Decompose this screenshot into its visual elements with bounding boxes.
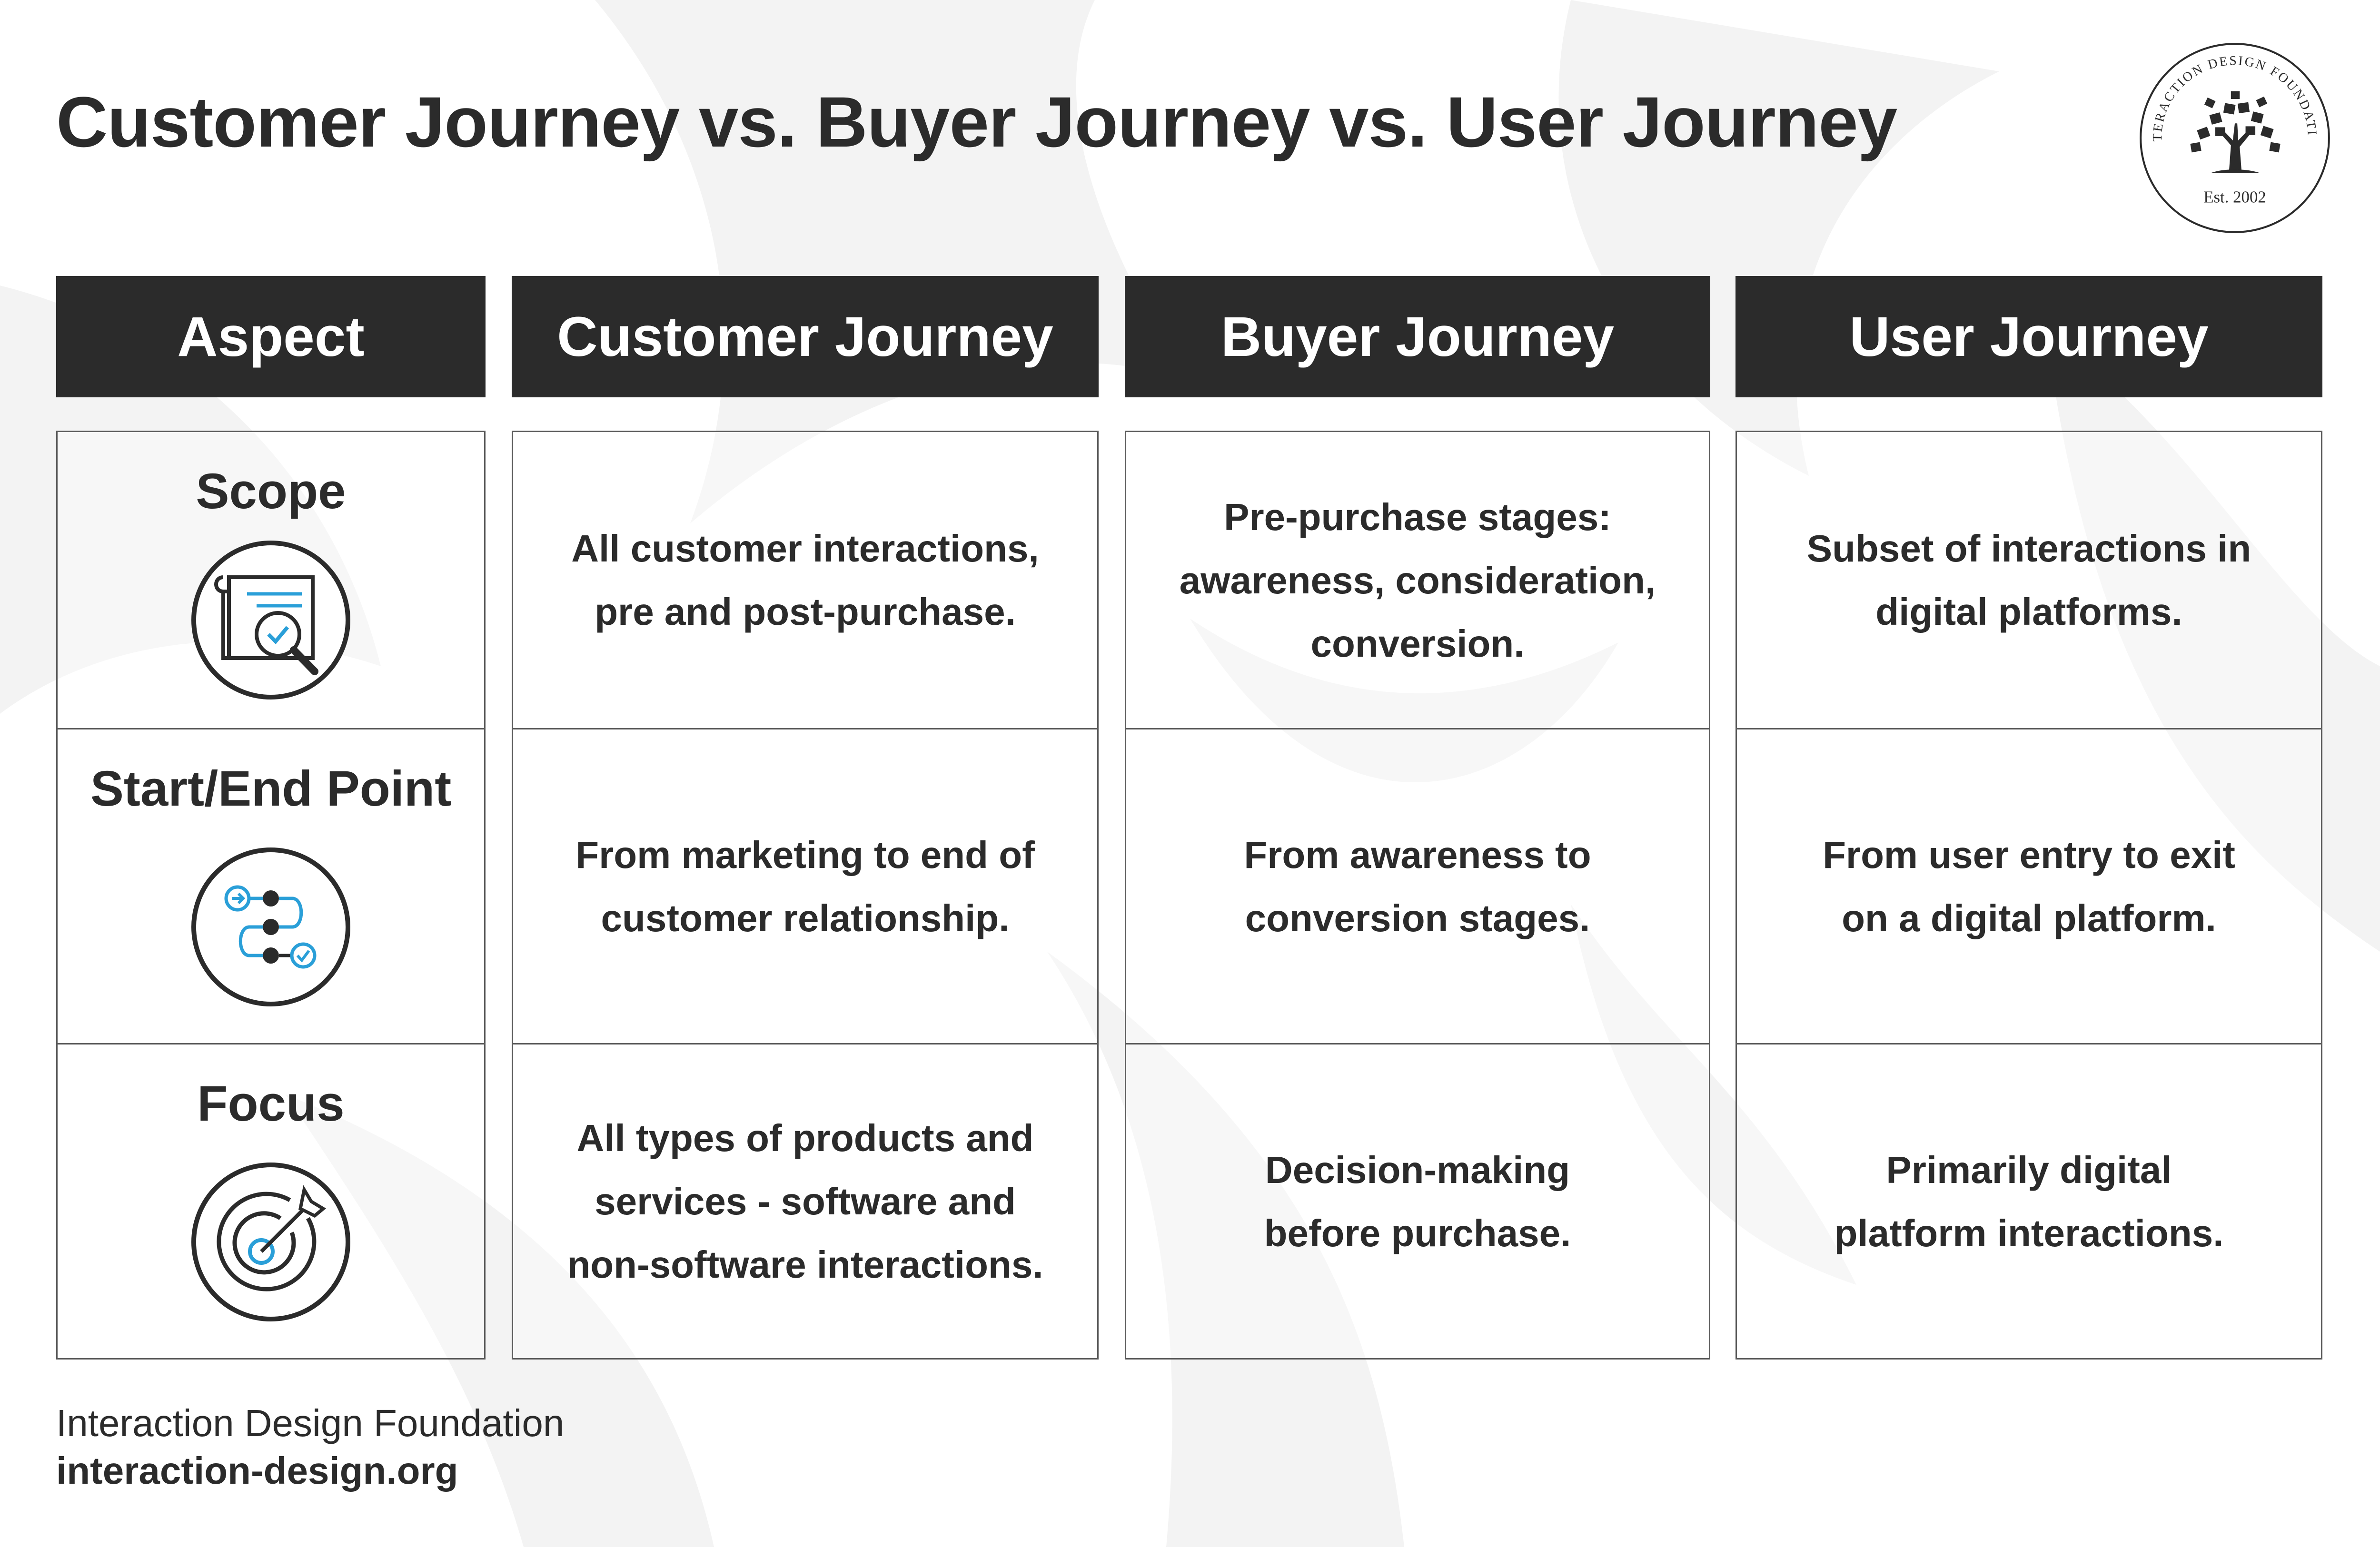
column-header-buyer-journey: Buyer Journey: [1125, 276, 1710, 397]
cell-focus-user-journey: Primarily digital platform interactions.: [1735, 1043, 2322, 1360]
aspect-label: Scope: [196, 463, 346, 519]
logo-est: Est. 2002: [2203, 187, 2266, 206]
aspect-label: Start/End Point: [90, 761, 452, 817]
cell-scope-buyer-journey: Pre-purchase stages: awareness, consider…: [1125, 431, 1710, 729]
cell-start-end-customer-journey: From marketing to end of customer relati…: [512, 728, 1099, 1044]
cell-start-end-buyer-journey: From awareness to conversion stages.: [1125, 728, 1710, 1044]
footer-org-name: Interaction Design Foundation: [56, 1402, 565, 1444]
flow-path-icon: [191, 847, 350, 1006]
footer-url: interaction-design.org: [56, 1449, 458, 1492]
target-arrow-icon: [191, 1163, 350, 1321]
page-title: Customer Journey vs. Buyer Journey vs. U…: [56, 82, 1897, 162]
cell-focus-buyer-journey: Decision-making before purchase.: [1125, 1043, 1710, 1360]
column-header-customer-journey: Customer Journey: [512, 276, 1099, 397]
cell-scope-customer-journey: All customer interactions, pre and post-…: [512, 431, 1099, 729]
cell-focus-customer-journey: All types of products and services - sof…: [512, 1043, 1099, 1360]
blueprint-magnifier-icon: [191, 541, 350, 700]
aspect-cell-start-end-point: Start/End Point: [56, 728, 486, 1044]
column-header-aspect: Aspect: [56, 276, 486, 397]
idf-logo: INTERACTION DESIGN FOUNDATION Est. 2002: [2137, 40, 2330, 233]
aspect-cell-focus: Focus: [56, 1043, 486, 1360]
tree-icon: [2190, 91, 2281, 173]
aspect-cell-scope: Scope: [56, 431, 486, 729]
aspect-label: Focus: [197, 1076, 345, 1132]
cell-scope-user-journey: Subset of interactions in digital platfo…: [1735, 431, 2322, 729]
column-header-user-journey: User Journey: [1735, 276, 2322, 397]
cell-start-end-user-journey: From user entry to exit on a digital pla…: [1735, 728, 2322, 1044]
